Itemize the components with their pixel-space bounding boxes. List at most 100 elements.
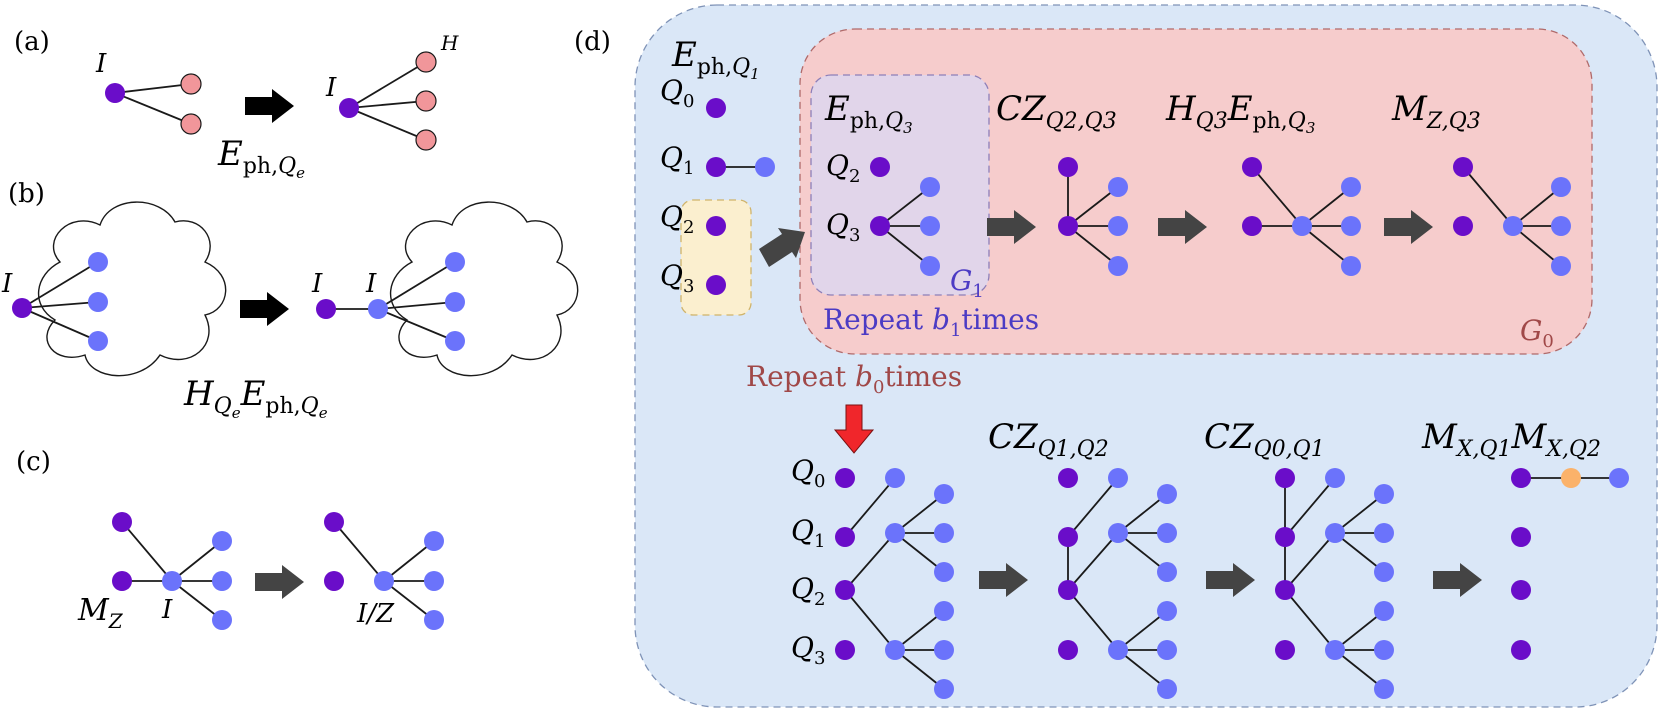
label-c-IZ: I/Z [356,599,395,629]
node-d-g1-b0 [885,468,905,488]
arrow-c [255,565,304,599]
node-a-photon-left [105,83,125,103]
box-G0 [799,28,1593,355]
node-d-g2-Q1 [1058,527,1078,547]
node-d-g2-leaf-1 [1157,484,1177,504]
label-d-initial-Q0: Q0 [660,74,694,112]
node-d-g1-leaf-5 [934,640,954,660]
node-d-initial-Q0 [706,98,726,118]
box-initial-qubits [680,199,752,316]
node-d-initial-Q2 [706,216,726,236]
node-d-g3-leaf-4 [1374,601,1394,621]
node-c-right-leaf-3 [424,610,444,630]
label-b-I-right: I [365,269,377,299]
label-a-H: H [440,31,459,55]
cloud-b-right [390,201,579,377]
panel-label-a: (a) [14,27,50,57]
node-d-mz-Q2 [1453,157,1473,177]
node-d-g2-hub-upper [1108,523,1128,543]
node-d-g3-leaf-2 [1374,523,1394,543]
node-a-photon-right [339,98,359,118]
label-b-I-left: I [1,269,13,299]
arrow-d-bottom-1 [979,563,1028,597]
node-d-g4-bell-right [1609,468,1629,488]
node-d-g2-b0 [1108,468,1128,488]
node-d-he-Q2 [1242,157,1262,177]
node-d-g2-hub-lower [1108,640,1128,660]
node-d-g1-Q1 [835,527,855,547]
node-d-g3-b0 [1325,468,1345,488]
node-d-g3-leaf-1 [1374,484,1394,504]
node-d-g3-Q0 [1275,468,1295,488]
node-d-g4-bell-middle [1561,468,1581,488]
node-d-G1-Q3 [870,216,890,236]
node-d-g3-leaf-3 [1374,562,1394,582]
node-b-left-3 [88,331,108,351]
node-d-g1-hub-lower [885,640,905,660]
node-d-he-Q3 [1242,216,1262,236]
label-a-emission-op: Eph,Qe [217,134,305,182]
node-d-he-leaf-2 [1341,216,1361,236]
label-d-CZ-Q0Q1: CZQ0,Q1 [1204,417,1325,462]
node-b-left-1 [88,252,108,272]
node-d-g1-leaf-1 [934,484,954,504]
node-d-initial-Q3 [706,275,726,295]
node-d-g3-hub-upper [1325,523,1345,543]
node-d-mz-leaf-2 [1551,216,1571,236]
arrow-a [245,89,294,123]
node-d-cz-leaf-1 [1108,177,1128,197]
node-d-g2-leaf-2 [1157,523,1177,543]
node-b-left-2 [88,292,108,312]
node-d-g2-Q0 [1058,468,1078,488]
label-b-I-mid: I [311,269,323,299]
node-c-left-photon-measured [112,571,132,591]
node-c-right-photon-top [324,512,344,532]
node-d-mz-leaf-1 [1551,177,1571,197]
node-d-g4-Q2 [1511,580,1531,600]
node-c-right-leaf-2 [424,571,444,591]
label-G0: G0 [1520,314,1554,352]
panel-b: I I I HQeEph,Qe [1,201,579,422]
node-d-g2-leaf-5 [1157,640,1177,660]
node-b-photon-right [316,299,336,319]
node-d-g4-Q3 [1511,640,1531,660]
arrow-d-bottom-2 [1206,563,1255,597]
node-d-G1-leaf-1 [920,177,940,197]
node-d-mz-leaf-3 [1551,256,1571,276]
panel-label-c: (c) [16,447,51,477]
arrow-d-into-loop [759,228,805,267]
node-d-g1-hub-upper [885,523,905,543]
node-d-g3-hub-lower [1325,640,1345,660]
label-d-bottom-Q3: Q3 [791,631,825,669]
node-d-g3-Q3 [1275,640,1295,660]
node-a-pink-new [415,51,437,73]
node-d-g4-Q0 [1511,468,1531,488]
label-d-initial-Q3: Q3 [660,259,694,297]
node-d-g3-Q1 [1275,527,1295,547]
node-d-he-leaf-3 [1341,256,1361,276]
label-b-op: HQeEph,Qe [183,374,328,422]
label-d-MX: MX,Q1MX,Q2 [1421,417,1601,462]
label-d-H-Eph-Q3: HQ3Eph,Q3 [1165,89,1315,137]
panel-d-top: Eph,Q1 Q0 Q1 Q2 Q3 Eph,Q3 Q2 Q3 G1 CZQ2,… [660,35,1571,454]
label-c-I: I [161,595,173,625]
node-d-g2-Q3 [1058,640,1078,660]
label-d-G1-Q2: Q2 [826,149,860,187]
node-d-g2-leaf-6 [1157,679,1177,699]
node-d-cz-leaf-3 [1108,256,1128,276]
node-d-G1-leaf-3 [920,256,940,276]
node-d-g2-Q2 [1058,580,1078,600]
panel-d-bottom: Q0 Q1 Q2 Q3 CZQ1,Q2 [791,417,1629,699]
label-d-CZ-Q2Q3: CZQ2,Q3 [996,89,1117,134]
node-d-G1-Q2 [870,157,890,177]
label-d-initial-Q2: Q2 [660,200,694,238]
node-b-right-3 [445,331,465,351]
node-d-g2-leaf-4 [1157,601,1177,621]
node-d-g3-leaf-6 [1374,679,1394,699]
cloud-b-left [38,201,227,377]
node-d-initial-Q1 [706,157,726,177]
node-d-cz-leaf-2 [1108,216,1128,236]
node-c-left-hub [162,571,182,591]
